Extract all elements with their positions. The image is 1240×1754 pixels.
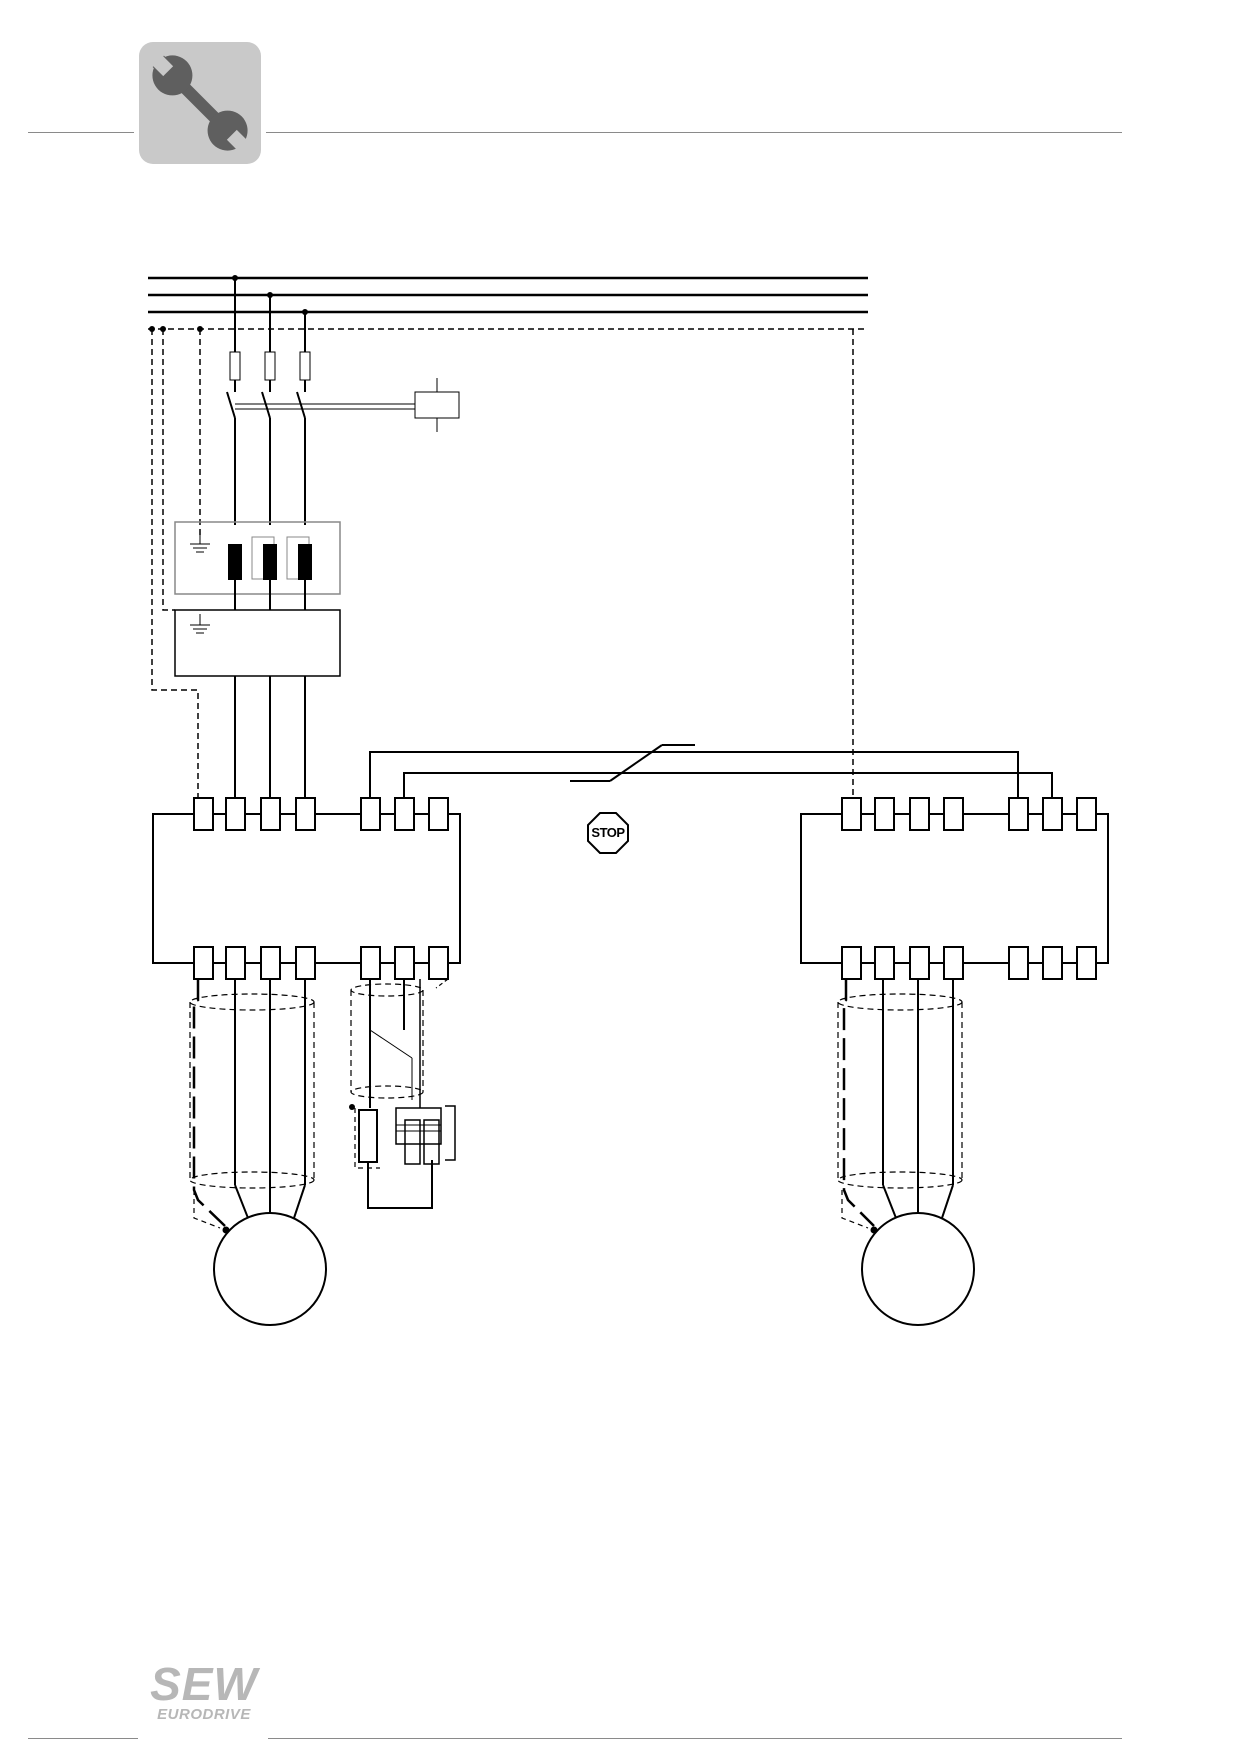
header-rule-left <box>28 132 134 133</box>
motor-cable-right <box>837 979 963 1234</box>
footer-rule-right <box>268 1738 1122 1739</box>
drive-unit-right <box>800 797 1109 980</box>
pe-lines <box>151 329 854 798</box>
input-module <box>174 609 341 798</box>
supply-busbars <box>148 276 868 330</box>
footer-rule-left <box>28 1738 138 1739</box>
line-filter <box>174 521 341 610</box>
motor-right <box>861 1212 975 1326</box>
wrench-icon-tile <box>139 42 261 164</box>
brake-resistor-cable <box>349 978 456 1209</box>
fuses <box>229 351 311 392</box>
junction-dots <box>149 275 308 332</box>
logo-sew-text: SEW <box>150 1658 258 1710</box>
phase-lines <box>234 278 306 352</box>
stop-icon <box>587 812 629 854</box>
logo-eurodrive-text: EURODRIVE <box>157 1706 251 1723</box>
main-contactor <box>226 378 460 525</box>
control-wiring <box>369 744 1053 798</box>
sew-eurodrive-logo: SEW EURODRIVE <box>140 1658 268 1736</box>
header-rule-right <box>266 132 1122 133</box>
drive-unit-left <box>152 797 461 980</box>
motor-left <box>213 1212 327 1326</box>
stop-label: STOP <box>591 825 625 840</box>
wrench-icon <box>151 54 249 152</box>
motor-cable-left <box>189 979 315 1234</box>
